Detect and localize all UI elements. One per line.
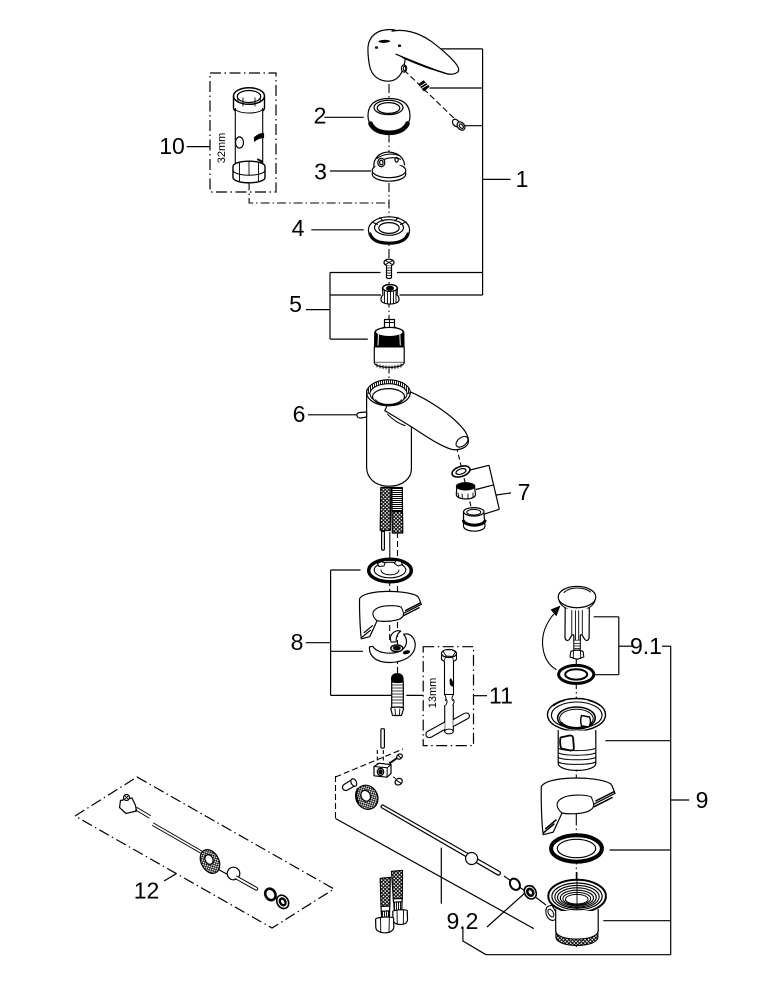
svg-text:3: 3 [314, 159, 327, 185]
svg-text:2: 2 [314, 103, 327, 129]
svg-text:9.1: 9.1 [630, 633, 662, 659]
svg-text:6: 6 [293, 401, 306, 427]
svg-text:32mm: 32mm [216, 133, 228, 164]
svg-text:9.2: 9.2 [447, 908, 479, 934]
svg-text:1: 1 [516, 166, 529, 192]
svg-text:9: 9 [696, 787, 709, 813]
svg-text:4: 4 [292, 215, 305, 241]
svg-text:5: 5 [289, 291, 302, 317]
svg-text:11: 11 [489, 683, 513, 709]
svg-text:13mm: 13mm [427, 678, 439, 709]
svg-text:8: 8 [291, 629, 304, 655]
svg-text:12: 12 [134, 878, 160, 904]
svg-text:10: 10 [159, 133, 185, 159]
svg-text:7: 7 [518, 479, 531, 505]
